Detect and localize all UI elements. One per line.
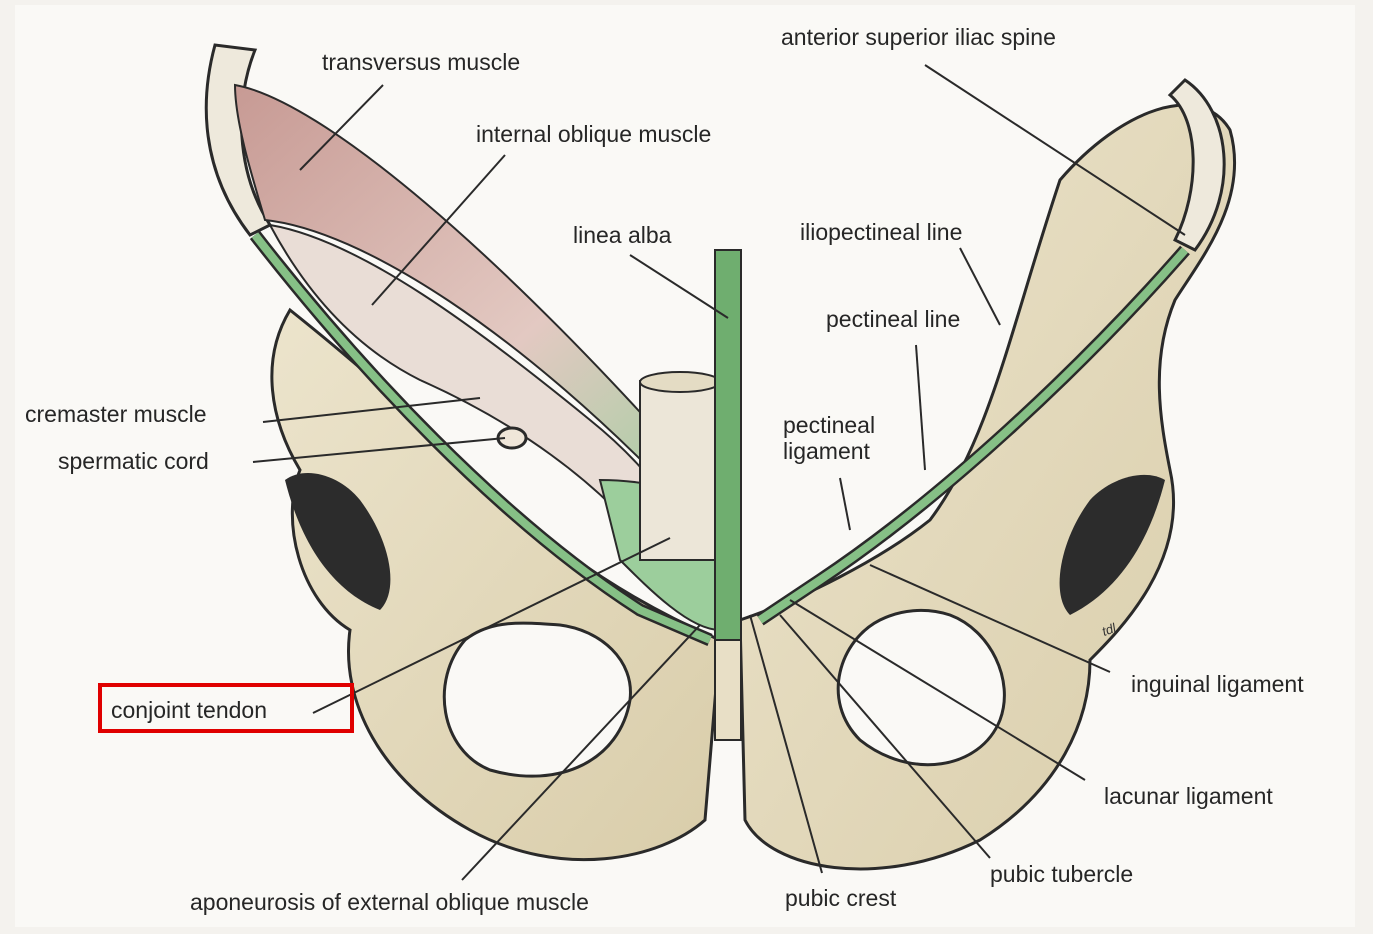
label-pectineal-line: pectineal line bbox=[826, 306, 960, 332]
left-obturator-foramen bbox=[444, 623, 630, 776]
label-inguinal-ligament: inguinal ligament bbox=[1131, 671, 1304, 697]
label-linea-alba: linea alba bbox=[573, 222, 671, 248]
right-obturator-foramen bbox=[838, 610, 1004, 764]
label-pubic-tubercle: pubic tubercle bbox=[990, 861, 1133, 887]
linea-alba-shape bbox=[715, 250, 741, 640]
label-aponeurosis-external-oblique: aponeurosis of external oblique muscle bbox=[190, 889, 589, 915]
label-lacunar-ligament: lacunar ligament bbox=[1104, 783, 1273, 809]
label-pectineal-ligament: pectineal ligament bbox=[783, 412, 913, 464]
label-pubic-crest: pubic crest bbox=[785, 885, 896, 911]
highlight-box bbox=[98, 683, 354, 733]
label-cremaster-muscle: cremaster muscle bbox=[25, 401, 206, 427]
label-anterior-superior-iliac-spine: anterior superior iliac spine bbox=[781, 24, 1056, 50]
rectus-cylinder-top bbox=[640, 372, 720, 392]
pubic-symphysis bbox=[715, 630, 741, 740]
rectus-cylinder bbox=[640, 380, 720, 560]
label-spermatic-cord: spermatic cord bbox=[58, 448, 209, 474]
label-internal-oblique-muscle: internal oblique muscle bbox=[476, 121, 711, 147]
label-transversus-muscle: transversus muscle bbox=[322, 49, 520, 75]
label-iliopectineal-line: iliopectineal line bbox=[800, 219, 962, 245]
